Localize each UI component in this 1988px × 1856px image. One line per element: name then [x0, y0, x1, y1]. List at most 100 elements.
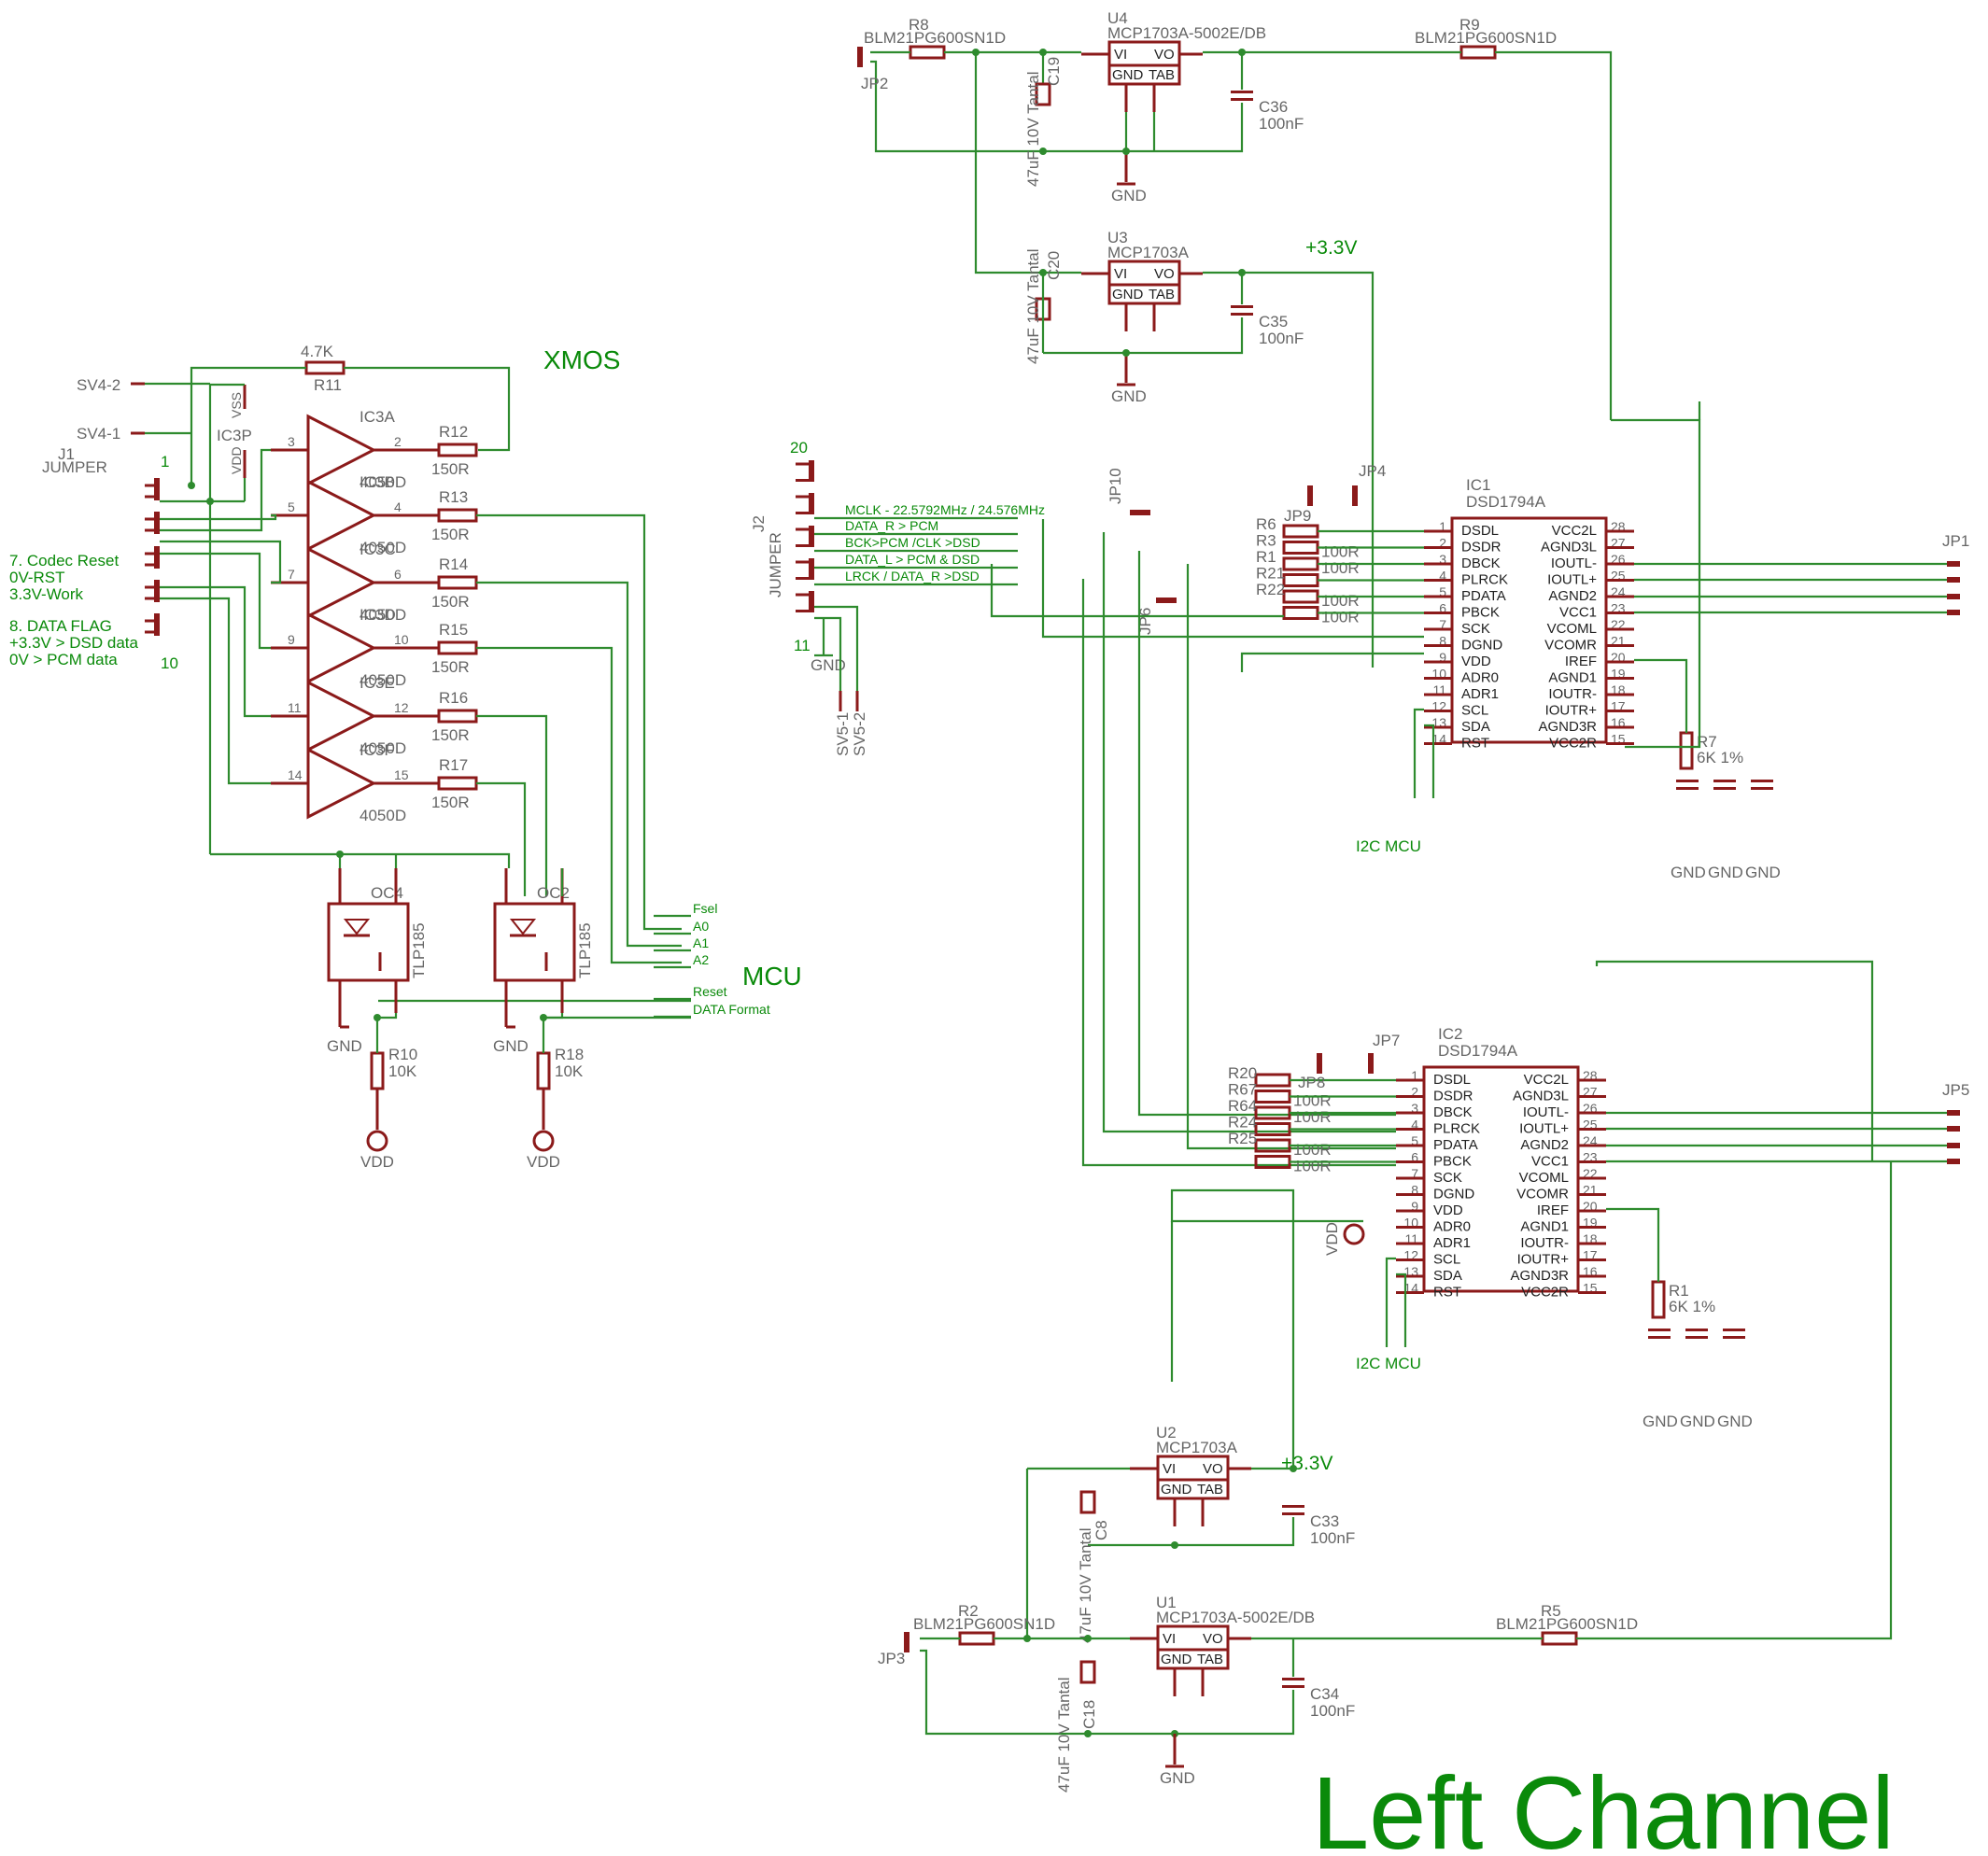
- ic2-pin-left-4: PLRCK: [1433, 1121, 1480, 1137]
- i2c-mcu-label-1: I2C MCU: [1356, 837, 1421, 855]
- ic2-series-res-2: [1254, 1090, 1291, 1104]
- buffer-ref-5: IC3E: [360, 674, 395, 692]
- cap-c33-value: 100nF: [1310, 1529, 1355, 1547]
- opto-gnd-1: GND: [327, 1037, 362, 1055]
- cap-c35-value: 100nF: [1259, 330, 1304, 347]
- regulator-u4-vo: VO: [1154, 47, 1175, 63]
- buffer-in-pin-3: 7: [288, 567, 295, 582]
- ic1-series-res-3: [1282, 556, 1319, 571]
- opto-value-1: TLP185: [410, 922, 428, 978]
- cap-c35-ref: C35: [1259, 313, 1288, 330]
- opto-gnd-2: GND: [493, 1037, 529, 1055]
- ic2-pin-left-7: SCK: [1433, 1170, 1462, 1186]
- cap-c36-ref: C36: [1259, 98, 1288, 116]
- res-value-5: 150R: [431, 726, 470, 744]
- opto-ref-2: OC2: [537, 884, 570, 902]
- res-value-1: 150R: [431, 460, 470, 478]
- r11-value: 4.7K: [301, 343, 334, 360]
- cap-c8-value: 47uF 10V Tantal: [1077, 1528, 1094, 1644]
- buffer-ref-2: IC3B: [360, 473, 395, 491]
- buffer-out-pin-6: 15: [394, 767, 409, 782]
- mcu-signal-1: Fsel: [693, 901, 717, 916]
- ic1-pin-right-13: AGND3R: [1538, 719, 1597, 735]
- cap-c33: [1282, 1505, 1304, 1508]
- ic2-pin-right-13: AGND3R: [1510, 1268, 1569, 1284]
- ic2-pin-right-9: IREF: [1537, 1202, 1569, 1218]
- ic1-series-res-4: [1282, 573, 1319, 587]
- ferrite-r5-ref: R5: [1541, 1602, 1561, 1620]
- ic1-pin-left-10: ADR0: [1461, 670, 1499, 686]
- note-reset-1: 7. Codec Reset: [9, 552, 119, 569]
- ic2-gnd-3: GND: [1717, 1413, 1753, 1430]
- regulator-u2: [1156, 1455, 1230, 1500]
- ic3p-label: IC3P: [217, 427, 252, 444]
- ic1-pin-left-14: RST: [1461, 736, 1489, 752]
- res-value-4: 150R: [431, 658, 470, 676]
- buffer-in-pin-4: 9: [288, 632, 295, 647]
- ic1-pin-left-13: SDA: [1461, 719, 1490, 735]
- regulator-u3-vi: VI: [1114, 266, 1127, 282]
- ferrite-r9-ref: R9: [1459, 16, 1480, 34]
- note-flag-2: +3.3V > DSD data: [9, 634, 139, 652]
- mcu-signal-5: Reset: [693, 984, 727, 999]
- regulator-u2-gnd: GND: [1161, 1482, 1192, 1497]
- ic2-pin-num-left-4: 4: [1411, 1118, 1418, 1132]
- xmos-buffer-section: XMOS SV4-2 SV4-1 J1 JUMPER 1 10: [9, 343, 802, 1171]
- ic1-gnd-2: GND: [1708, 864, 1743, 881]
- ic1-series-res-ref-3: R1: [1256, 548, 1276, 566]
- ic3p-vss: VSS: [229, 392, 244, 418]
- opto-vdd-1: VDD: [360, 1153, 394, 1171]
- ic2-pin-left-13: SDA: [1433, 1268, 1462, 1284]
- ic2-vdd-terminal-icon: [1343, 1223, 1365, 1245]
- buffer-ref-3: IC3C: [360, 541, 396, 558]
- regulator-u3: [1107, 260, 1181, 305]
- ic2-series-res-3: [1254, 1105, 1291, 1120]
- ic1-pin-right-1: VCC2L: [1552, 523, 1597, 539]
- sv4-1-label: SV4-1: [77, 425, 120, 443]
- ic2-pin-left-9: VDD: [1433, 1202, 1463, 1218]
- ic2-pin-right-1: VCC2L: [1524, 1072, 1569, 1088]
- ic2-series-res-ref-5: R25: [1228, 1130, 1257, 1147]
- ic1-pin-right-5: AGND2: [1548, 588, 1597, 604]
- rail-top-label: +3.3V: [1305, 237, 1357, 259]
- cap-c33-ref: C33: [1310, 1512, 1339, 1530]
- ic2-series-res-4: [1254, 1122, 1291, 1136]
- ferrite-r2: [958, 1631, 995, 1646]
- mcu-signal-4: A2: [693, 952, 709, 967]
- ic1-pin-num-left-2: 2: [1439, 536, 1446, 551]
- regulator-u3-tab: TAB: [1149, 287, 1175, 302]
- regulator-u2-tab: TAB: [1197, 1482, 1223, 1497]
- ic2-series-res-value-6: 100R: [1293, 1158, 1332, 1175]
- jp2-label: JP2: [861, 75, 888, 92]
- buffer-in-pin-5: 11: [288, 700, 302, 715]
- regulator-u4-tab: TAB: [1149, 67, 1175, 83]
- note-flag-1: 8. DATA FLAG: [9, 617, 112, 635]
- cap-c19-value: 47uF 10V Tantal: [1024, 72, 1042, 188]
- j1-pin1-label: 1: [161, 453, 169, 471]
- ic1-pin-right-14: VCC2R: [1549, 736, 1597, 752]
- ic2-series-res-ref-1: R20: [1228, 1064, 1257, 1082]
- cap-c34: [1282, 1678, 1304, 1680]
- ic2-iref-ref: R1: [1669, 1282, 1689, 1300]
- ic2-pin-right-14: VCC2R: [1521, 1285, 1569, 1301]
- mcu-signal-3: A1: [693, 935, 709, 950]
- ic2-pin-num-left-5: 5: [1411, 1133, 1418, 1148]
- ic1-pin-num-left-3: 3: [1439, 552, 1446, 567]
- ic1-pin-num-left-1: 1: [1439, 519, 1446, 534]
- cap-c18: [1079, 1660, 1096, 1684]
- buffer-out-pin-3: 6: [394, 567, 402, 582]
- ic1-series-res-value-3: 100R: [1321, 559, 1360, 577]
- ic1-gnd-3: GND: [1745, 864, 1781, 881]
- jp7-label: JP7: [1373, 1032, 1400, 1049]
- ic1-value: DSD1794A: [1466, 493, 1546, 511]
- note-flag-3: 0V > PCM data: [9, 651, 118, 668]
- ic2-pin-num-left-1: 1: [1411, 1068, 1418, 1083]
- ic2-pin-right-11: IOUTR-: [1520, 1235, 1569, 1251]
- opto-res-ref-2: R18: [555, 1046, 584, 1063]
- ic2-pin-left-8: DGND: [1433, 1187, 1474, 1202]
- ic1-pin-left-2: DSDR: [1461, 540, 1502, 555]
- ferrite-r9-value: BLM21PG600SN1D: [1415, 29, 1557, 47]
